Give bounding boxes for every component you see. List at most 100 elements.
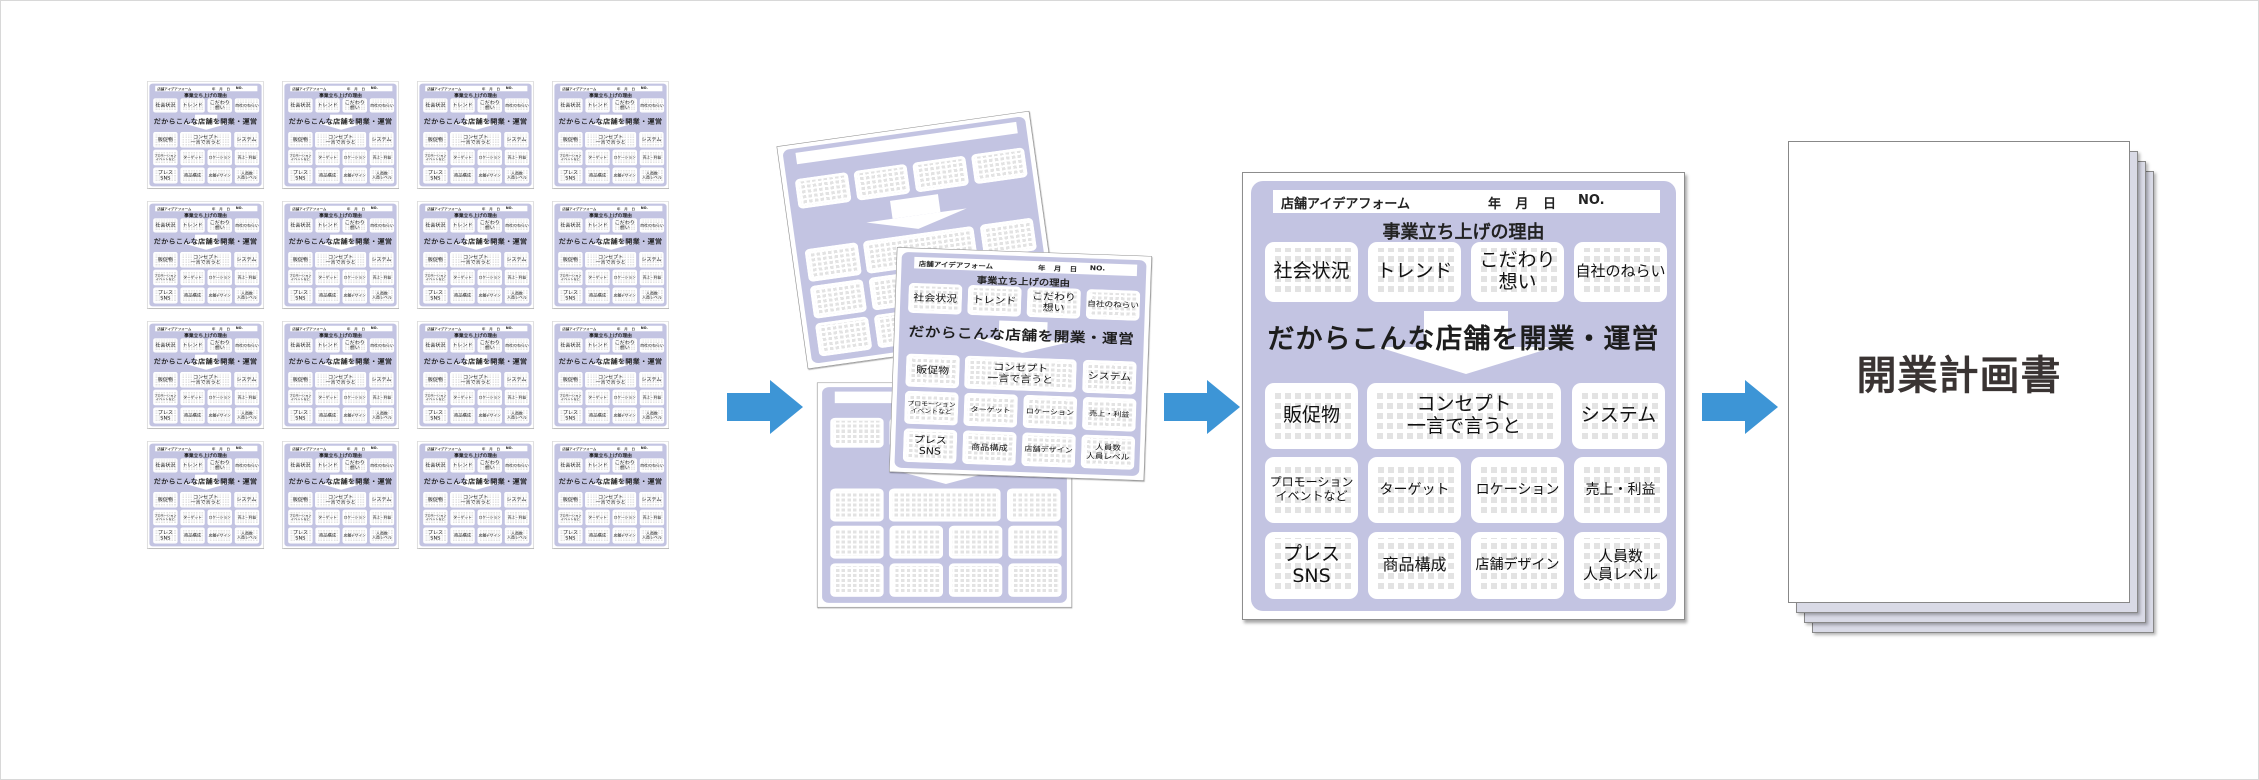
box-label: トレンド — [452, 462, 473, 468]
box-label: ターゲット — [317, 275, 337, 280]
box-system — [1006, 488, 1061, 522]
box-trend — [852, 163, 911, 201]
box-label: トレンド — [452, 222, 473, 228]
box-label: 人員数 人員レベル — [236, 291, 257, 300]
down-arrow-icon — [329, 234, 352, 244]
box-commitment: こだわり 想い — [206, 338, 232, 353]
reason-heading: 事業立ち上げの理由 — [588, 93, 632, 99]
box-social: 社会状況 — [287, 218, 313, 233]
box-label: 自社のねらい — [234, 463, 259, 468]
box-staffing: 人員数 人員レベル — [504, 167, 529, 184]
box-location: ロケーション — [206, 389, 232, 406]
box-label: こだわり 想い — [614, 99, 635, 111]
box-promo-material: 販促物 — [287, 371, 313, 388]
box-promotion: プロモーション イベントなど — [557, 509, 583, 526]
box-location: ロケーション — [341, 389, 367, 406]
box-label: 商品構成 — [453, 533, 471, 538]
box-sales-profit: 売上・利益 — [504, 509, 529, 526]
box-staffing: 人員数 人員レベル — [639, 527, 664, 544]
box-company-aim: 自社のねらい — [369, 458, 394, 473]
box-target: ターゲット — [449, 269, 475, 286]
box-label: 店舗デザイン — [613, 173, 636, 178]
box-label: コンセプト 一言で言うと — [595, 374, 626, 385]
form-title: 店舗アイデアフォーム — [291, 87, 326, 92]
form-header: 店舗アイデアフォーム 年 月 日 NO. — [154, 205, 257, 212]
box-social: 社会状況 — [422, 218, 448, 233]
form-date-labels: 年 月 日 — [481, 327, 500, 332]
down-arrow-head-icon — [317, 363, 364, 370]
box-staffing: 人員数 人員レベル — [504, 287, 529, 304]
form-number-label: NO. — [640, 86, 648, 91]
main-heading: だからこんな店舗を開業・運営 — [558, 357, 662, 366]
box-location: ロケーション — [476, 269, 502, 286]
box-social: 社会状況 — [1265, 242, 1358, 302]
form-number-label: NO. — [235, 326, 243, 331]
box-label: システム — [235, 376, 256, 383]
box-label: 店舗デザイン — [343, 173, 366, 178]
down-arrow-head-icon — [452, 243, 499, 250]
box-label: ロケーション — [343, 155, 366, 160]
reason-heading: 事業立ち上げの理由 — [183, 453, 227, 459]
box-label: 自社のねらい — [369, 463, 394, 468]
form-date-labels: 年 月 日 — [616, 327, 635, 332]
box-staffing: 人員数 人員レベル — [504, 527, 529, 544]
box-label: 自社のねらい — [234, 343, 259, 348]
box-label: コンセプト 一言で言うと — [1406, 393, 1521, 437]
box-concept: コンセプト 一言で言うと — [449, 131, 501, 148]
box-label: コンセプト 一言で言うと — [460, 134, 491, 145]
down-arrow-icon — [329, 474, 352, 484]
box-label: コンセプト 一言で言うと — [190, 134, 221, 145]
box-label: トレンド — [317, 222, 338, 228]
box-press-sns: プレス SNS — [557, 167, 583, 184]
idea-form-small: 店舗アイデアフォーム 年 月 日 NO. 事業立ち上げの理由 社会状況 トレンド… — [281, 321, 399, 429]
box-label: 店舗デザイン — [613, 293, 636, 298]
box-store-design: 店舗デザイン — [611, 167, 637, 184]
idea-form-small: 店舗アイデアフォーム 年 月 日 NO. 事業立ち上げの理由 社会状況 トレンド… — [416, 81, 534, 189]
down-arrow-icon — [464, 234, 487, 244]
box-label: トレンド — [587, 342, 608, 348]
box-social: 社会状況 — [287, 338, 313, 353]
box-label: 店舗デザイン — [1023, 445, 1073, 455]
box-label: トレンド — [452, 102, 473, 108]
box-sales-profit: 売上・利益 — [1081, 396, 1137, 432]
box-store-design: 店舗デザイン — [341, 287, 367, 304]
box-sales-profit: 売上・利益 — [639, 389, 664, 406]
box-label: こだわり 想い — [344, 99, 365, 111]
box-label: ターゲット — [452, 395, 472, 400]
box-company-aim: 自社のねらい — [234, 458, 259, 473]
form-number-label: NO. — [235, 446, 243, 451]
box-label: トレンド — [317, 462, 338, 468]
box-label: ロケーション — [613, 275, 636, 280]
form-header: 店舗アイデアフォーム 年 月 日 NO. — [154, 85, 257, 92]
box-label: 販促物 — [292, 256, 308, 263]
box-concept: コンセプト 一言で言うと — [314, 371, 366, 388]
box-label: 人員数 人員レベル — [371, 291, 392, 300]
box-press-sns: プレス SNS — [287, 527, 313, 544]
form-header: 店舗アイデアフォーム 年 月 日 NO. — [559, 205, 662, 212]
box-label: こだわり 想い — [209, 339, 230, 351]
box-label: 販促物 — [427, 256, 443, 263]
form-panel: 店舗アイデアフォーム 年 月 日 NO. 事業立ち上げの理由 社会状況 トレンド… — [553, 443, 667, 547]
box-label: システム — [370, 256, 391, 263]
box-system: システム — [233, 491, 259, 508]
box-staffing: 人員数 人員レベル — [1080, 434, 1135, 470]
box-label: ターゲット — [182, 275, 202, 280]
box-label: 自社のねらい — [1575, 262, 1666, 281]
box-commitment: こだわり 想い — [206, 458, 232, 473]
box-system: システム — [638, 371, 664, 388]
box-social: 社会状況 — [422, 458, 448, 473]
box-label: こだわり 想い — [614, 339, 635, 351]
box-label: 社会状況 — [289, 102, 310, 108]
box-label: ロケーション — [613, 395, 636, 400]
box-store-design: 店舗デザイン — [611, 527, 637, 544]
box-label: ターゲット — [182, 395, 202, 400]
box-label: 人員数 人員レベル — [641, 291, 662, 300]
box-system: システム — [1081, 359, 1137, 395]
box-press-sns: プレス SNS — [287, 407, 313, 424]
box-company-aim: 自社のねらい — [369, 98, 394, 113]
box-system: システム — [503, 131, 529, 148]
box-product-mix: 商品構成 — [449, 167, 475, 184]
box-company-aim: 自社のねらい — [234, 98, 259, 113]
box-commitment: こだわり 想い — [1471, 242, 1564, 302]
box-sales-profit: 売上・利益 — [639, 509, 664, 526]
